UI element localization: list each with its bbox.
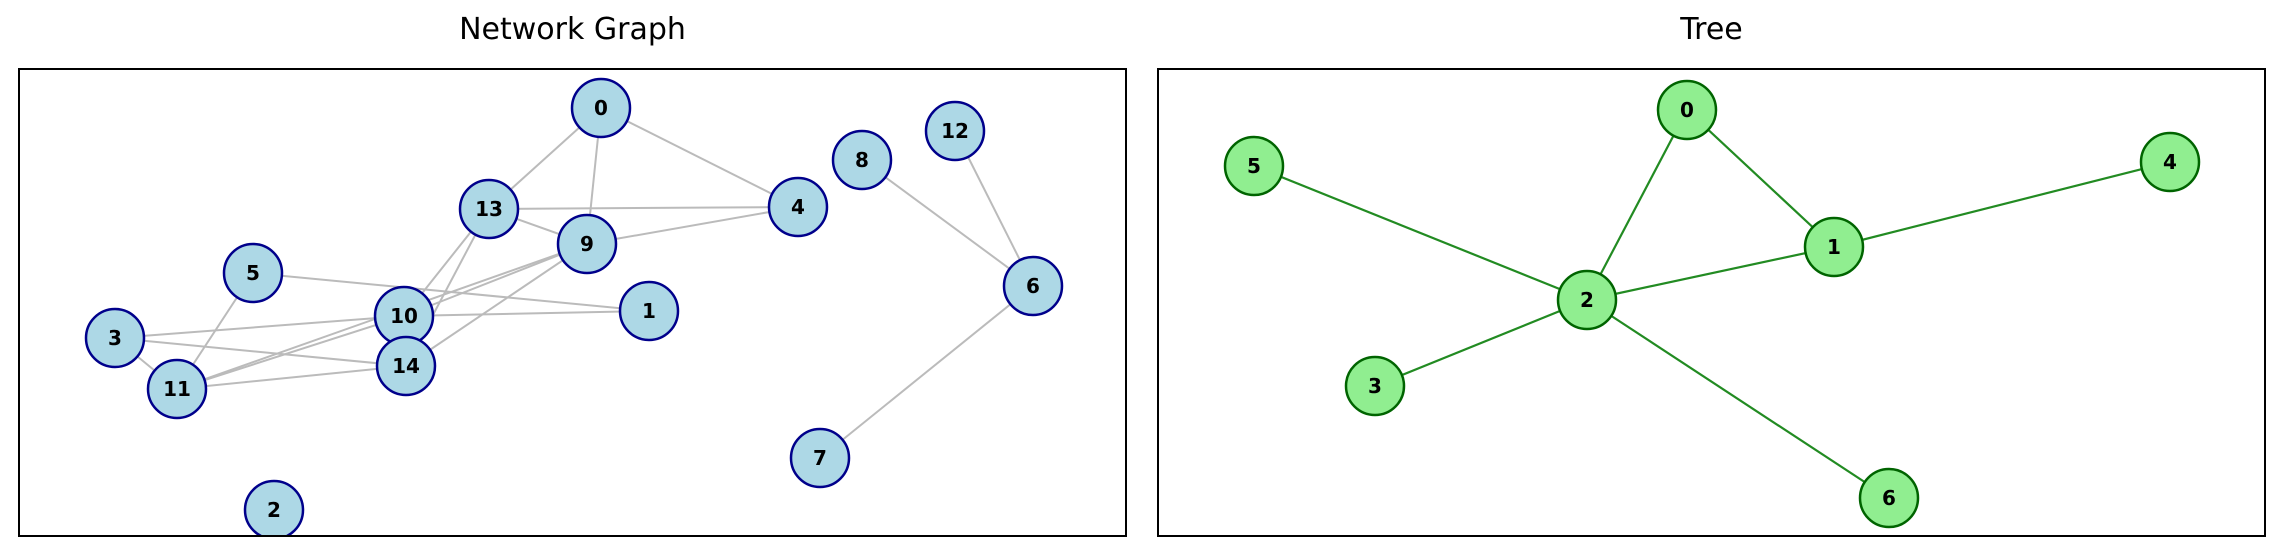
network-node-label-11: 11 xyxy=(163,377,191,401)
tree-panel: 0 1 2 3 4 5 6 xyxy=(1157,68,2266,537)
network-edge-6-7 xyxy=(819,285,1034,459)
network-node-label-12: 12 xyxy=(941,119,969,143)
tree-node-label-6: 6 xyxy=(1882,486,1896,510)
network-edge-3-14 xyxy=(114,337,407,367)
tree-edge-0-2 xyxy=(1586,109,1688,301)
network-node-13 xyxy=(458,178,520,240)
tree-edge-1-4 xyxy=(1833,160,2171,249)
network-edge-10-11 xyxy=(176,315,405,390)
network-graph-title: Network Graph xyxy=(459,12,686,47)
network-node-label-14: 14 xyxy=(392,354,420,378)
network-edge-10-1 xyxy=(403,310,650,317)
network-node-5 xyxy=(222,242,284,304)
tree-node-2 xyxy=(1556,269,1618,331)
tree-canvas: 0 1 2 3 4 5 6 xyxy=(1223,79,2201,529)
network-node-8 xyxy=(831,129,893,191)
tree-node-label-4: 4 xyxy=(2163,150,2177,174)
network-node-4 xyxy=(767,176,829,238)
tree-node-label-3: 3 xyxy=(1368,374,1382,398)
network-node-label-3: 3 xyxy=(108,326,122,350)
network-edge-8-6 xyxy=(861,159,1034,287)
tree-edge-1-2 xyxy=(1586,245,1835,302)
network-edge-5-1 xyxy=(252,272,650,312)
tree-edge-2-3 xyxy=(1374,298,1588,388)
network-node-3 xyxy=(84,307,146,369)
network-node-label-4: 4 xyxy=(791,195,805,219)
network-node-1 xyxy=(618,280,680,342)
tree-edge-2-6 xyxy=(1586,299,1890,499)
network-node-12 xyxy=(924,100,986,162)
network-node-6 xyxy=(1002,255,1064,317)
network-node-label-9: 9 xyxy=(580,232,594,256)
network-node-9 xyxy=(556,213,618,275)
tree-node-label-0: 0 xyxy=(1680,98,1694,122)
network-edge-9-10 xyxy=(403,243,588,317)
tree-node-label-1: 1 xyxy=(1827,235,1841,259)
network-node-7 xyxy=(789,427,851,489)
tree-node-1 xyxy=(1803,216,1865,278)
network-node-label-1: 1 xyxy=(642,299,656,323)
network-edge-13-4 xyxy=(488,206,799,210)
tree-edge-0-1 xyxy=(1686,109,1835,248)
network-node-label-5: 5 xyxy=(246,261,260,285)
network-node-label-8: 8 xyxy=(855,148,869,172)
network-edge-0-4 xyxy=(600,107,799,208)
network-node-label-10: 10 xyxy=(390,304,418,328)
network-node-label-7: 7 xyxy=(813,446,827,470)
network-edge-9-4 xyxy=(586,206,799,245)
network-node-label-2: 2 xyxy=(267,498,281,522)
tree-node-label-5: 5 xyxy=(1247,154,1261,178)
network-node-11 xyxy=(146,358,208,420)
network-edge-11-14 xyxy=(176,365,407,390)
network-edge-9-14 xyxy=(405,243,588,367)
tree-node-4 xyxy=(2139,131,2201,193)
tree-node-label-2: 2 xyxy=(1580,288,1594,312)
tree-edge-2-5 xyxy=(1253,164,1588,302)
network-node-label-6: 6 xyxy=(1026,274,1040,298)
network-node-0 xyxy=(570,77,632,139)
tree-node-5 xyxy=(1223,135,1285,197)
tree-title: Tree xyxy=(1680,12,1743,47)
network-node-14 xyxy=(375,335,437,397)
network-node-label-13: 13 xyxy=(475,197,503,221)
tree-node-0 xyxy=(1656,79,1718,141)
network-edge-3-10 xyxy=(114,315,405,339)
network-node-label-0: 0 xyxy=(594,96,608,120)
network-node-2 xyxy=(243,479,305,535)
tree-node-6 xyxy=(1858,467,1920,529)
tree-node-3 xyxy=(1344,355,1406,417)
